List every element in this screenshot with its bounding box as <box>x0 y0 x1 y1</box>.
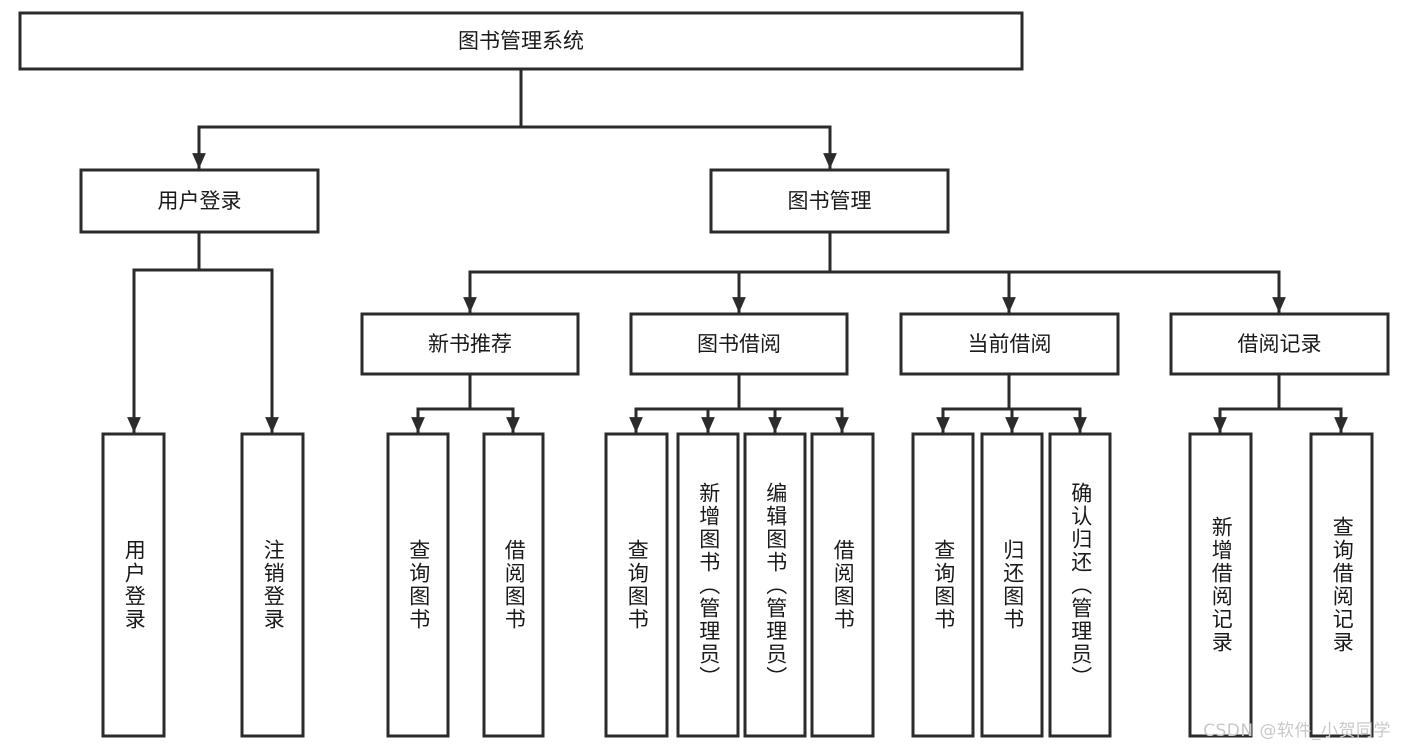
node-leaf-4[interactable] <box>604 432 669 738</box>
connector-group-user-login <box>127 230 279 434</box>
node-leaf-3[interactable] <box>482 432 545 738</box>
node-leaf-2[interactable] <box>386 432 450 738</box>
node-root-label: 图书管理系统 <box>458 29 584 53</box>
node-level3-2[interactable] <box>899 312 1120 376</box>
node-level2-0[interactable] <box>79 168 320 234</box>
connector-group-new-book <box>411 372 520 434</box>
node-level2-label-1: 图书管理 <box>788 189 872 213</box>
connector-group-borrow-record <box>1213 372 1348 434</box>
node-leaf-8[interactable] <box>911 432 975 738</box>
connector-group-current-borrow <box>936 372 1087 434</box>
node-level3-label-1: 图书借阅 <box>697 332 781 356</box>
node-leaf-10[interactable] <box>1048 432 1112 738</box>
node-level3-1[interactable] <box>629 312 849 376</box>
connector-group-book-manage <box>463 230 1286 314</box>
node-level2-1[interactable] <box>709 168 950 234</box>
connector-group-borrow <box>629 372 849 434</box>
node-level3-label-3: 借阅记录 <box>1238 332 1322 356</box>
node-root-book-management-system[interactable] <box>18 11 1024 71</box>
node-leaf-7[interactable] <box>810 432 875 738</box>
watermark-text: CSDN @软件_小贺同学 <box>1203 721 1391 741</box>
node-leaf-5[interactable] <box>676 432 740 738</box>
node-leaf-11[interactable] <box>1188 432 1253 738</box>
node-leaf-12[interactable] <box>1309 432 1374 738</box>
node-level3-3[interactable] <box>1169 312 1390 376</box>
connector-group-root <box>192 67 837 170</box>
node-leaf-9[interactable] <box>980 432 1044 738</box>
node-boxes-layer <box>18 11 1390 738</box>
node-level3-label-0: 新书推荐 <box>428 332 512 356</box>
node-leaf-0[interactable] <box>101 432 166 738</box>
node-level3-label-2: 当前借阅 <box>968 332 1052 356</box>
node-level3-0[interactable] <box>360 312 580 376</box>
node-leaf-6[interactable] <box>743 432 807 738</box>
node-leaf-1[interactable] <box>240 432 305 738</box>
node-level2-label-0: 用户登录 <box>158 189 242 213</box>
